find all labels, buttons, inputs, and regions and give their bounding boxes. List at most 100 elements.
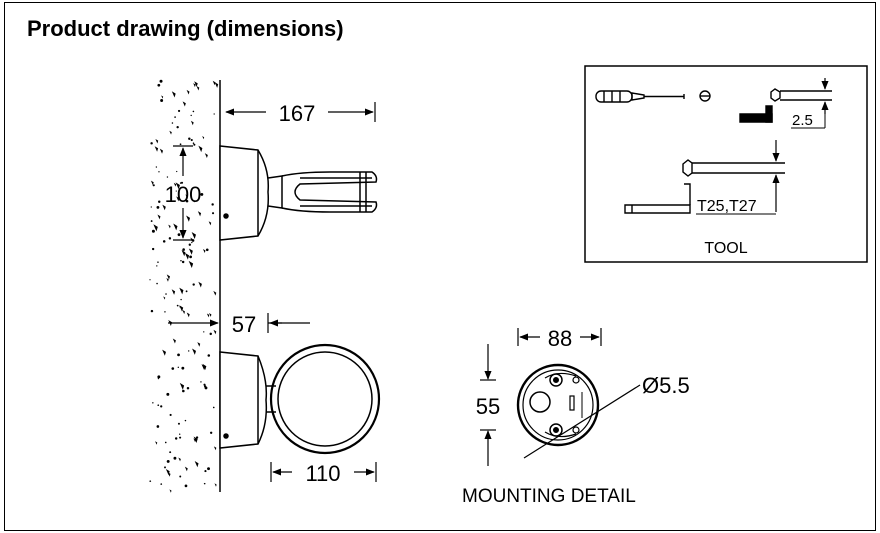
- dim-100-label: 100: [165, 182, 202, 207]
- wall-speckle: [197, 211, 202, 217]
- hex-key-size-label: 2.5: [792, 112, 813, 129]
- wall-speckle: [179, 143, 182, 146]
- wall-speckle: [164, 311, 166, 313]
- wall-speckle: [190, 138, 193, 142]
- wall-speckle: [200, 381, 202, 383]
- wall-speckle: [212, 80, 216, 86]
- wall-speckle: [182, 248, 185, 251]
- dim-total-projection: 167: [225, 101, 376, 126]
- wall-speckle: [180, 260, 182, 262]
- wall-speckle: [150, 220, 153, 222]
- wall-speckle: [150, 142, 153, 145]
- wall-speckle: [153, 224, 158, 232]
- wall-speckle: [207, 354, 211, 357]
- wall-speckle: [211, 203, 214, 206]
- wall-speckle: [202, 248, 206, 254]
- wall-speckle: [214, 82, 219, 88]
- dim-55-label: 55: [476, 394, 500, 419]
- wall-speckle: [157, 83, 161, 87]
- wall-speckle: [182, 309, 185, 315]
- wall-speckle: [164, 466, 166, 469]
- wall-speckle: [202, 363, 207, 371]
- wall-speckle: [159, 79, 163, 83]
- wall-speckle: [155, 441, 158, 445]
- wall-speckle: [169, 489, 172, 493]
- wall-speckle: [213, 446, 217, 451]
- wall-speckle: [208, 221, 212, 226]
- wall-speckle: [157, 261, 159, 263]
- wall-speckle: [162, 204, 166, 211]
- wall-speckle: [160, 99, 164, 103]
- wall-speckle: [174, 437, 178, 440]
- wall-speckle: [185, 199, 189, 203]
- dim-88-label: 88: [548, 326, 572, 351]
- wall-speckle: [176, 196, 180, 202]
- wall-speckle: [171, 122, 174, 124]
- wall-speckle: [197, 342, 201, 347]
- wall-speckle: [150, 206, 152, 208]
- wall: [149, 79, 221, 493]
- wall-speckle: [158, 200, 161, 204]
- wall-speckle: [177, 366, 179, 369]
- wall-speckle: [188, 137, 191, 141]
- wall-speckle: [189, 255, 192, 259]
- dim-hole-label: Ø5.5: [642, 373, 690, 398]
- wall-speckle: [194, 81, 198, 87]
- wall-speckle: [191, 241, 193, 244]
- wall-speckle: [179, 382, 185, 390]
- wall-speckle: [165, 468, 170, 476]
- wall-speckle: [190, 114, 192, 117]
- wall-speckle: [158, 171, 160, 173]
- wall-speckle: [203, 482, 206, 485]
- dim-base-diameter: 100: [165, 145, 202, 241]
- dim-hole-diameter: Ø5.5: [523, 373, 690, 459]
- wall-speckle: [155, 166, 158, 168]
- wall-speckle: [149, 279, 151, 281]
- wall-speckle: [164, 441, 167, 444]
- wall-speckle: [185, 290, 188, 293]
- wall-speckle: [157, 378, 160, 380]
- wall-speckle: [184, 419, 187, 422]
- wall-speckle: [159, 148, 164, 154]
- wall-speckle: [181, 366, 185, 370]
- wall-speckle: [193, 143, 196, 146]
- wall-speckle: [202, 136, 205, 140]
- wall-speckle: [209, 332, 212, 336]
- wall-speckle: [171, 289, 176, 295]
- torx-key-icon: [624, 140, 785, 215]
- wall-speckle: [175, 190, 177, 192]
- wall-speckle: [213, 329, 217, 335]
- slot-head-icon: [699, 90, 711, 102]
- wall-speckle: [193, 83, 196, 88]
- wall-speckle: [209, 431, 213, 434]
- mounting-detail-caption: MOUNTING DETAIL: [462, 486, 636, 507]
- torx-size-label: T25,T27: [697, 198, 757, 215]
- wall-speckles: [149, 79, 219, 493]
- wall-speckle: [175, 182, 180, 190]
- wall-speckle: [169, 413, 172, 417]
- wall-speckle: [156, 265, 158, 267]
- wall-speckle: [203, 385, 207, 388]
- wall-speckle: [174, 116, 176, 118]
- dim-mount-height: 55: [476, 344, 500, 466]
- tool-box: 2.5 T25,T27 TOOL: [584, 65, 868, 263]
- wall-speckle: [179, 433, 181, 435]
- wall-speckle: [166, 278, 169, 282]
- lamp-side-view: [219, 145, 378, 241]
- wall-speckle: [192, 110, 195, 113]
- wall-speckle: [212, 406, 215, 409]
- wall-speckle: [188, 350, 190, 352]
- dim-110-label: 110: [305, 461, 340, 486]
- dim-mount-width: 88: [517, 326, 602, 351]
- wall-speckle: [177, 422, 180, 425]
- wall-speckle: [157, 214, 161, 220]
- wall-speckle: [198, 281, 202, 288]
- wall-speckle: [166, 459, 170, 463]
- wall-speckle: [181, 250, 186, 257]
- wall-speckle: [172, 338, 176, 344]
- wall-speckle: [165, 293, 167, 295]
- wall-speckle: [213, 113, 215, 115]
- wall-speckle: [190, 120, 194, 126]
- wall-speckle: [155, 138, 159, 144]
- wall-speckle: [168, 237, 172, 240]
